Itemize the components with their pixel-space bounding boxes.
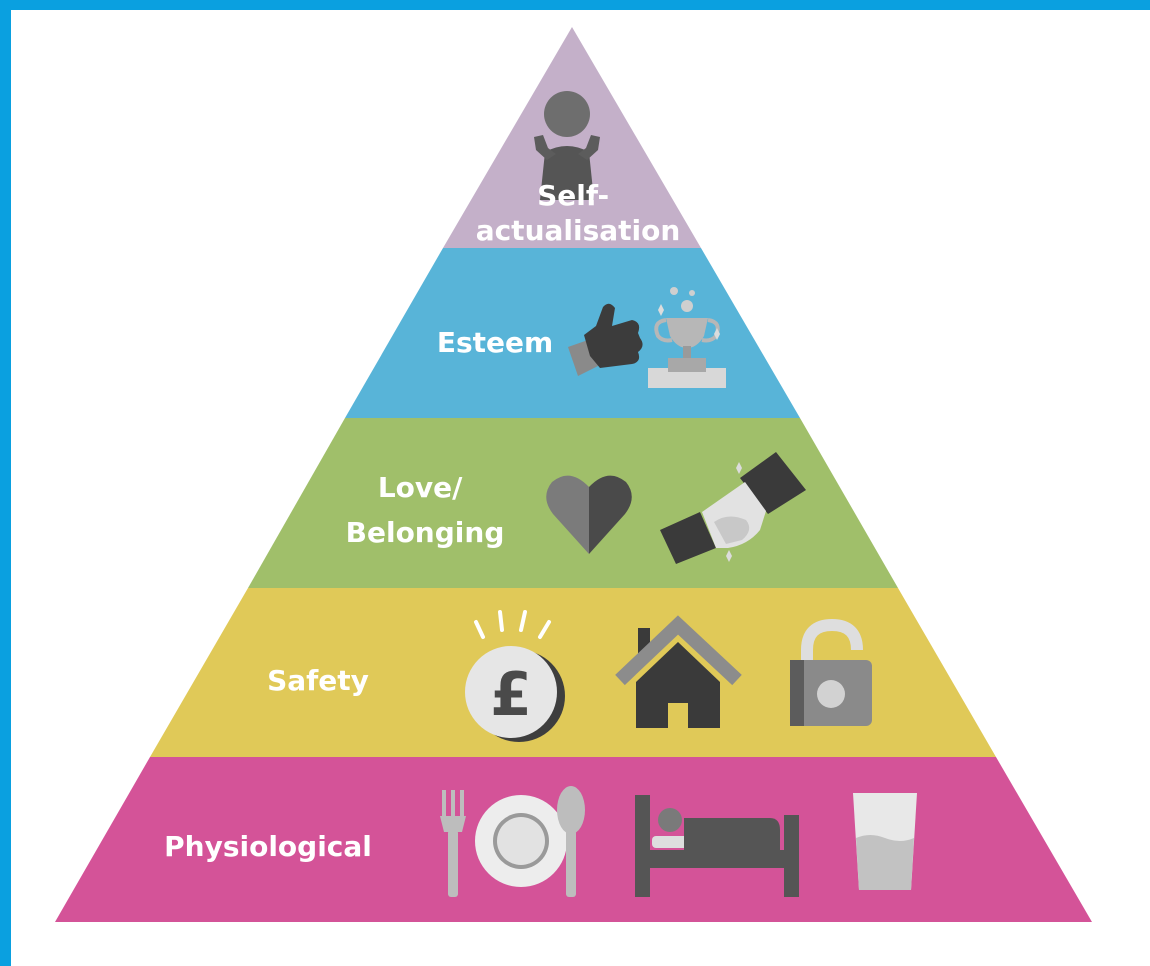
water-glass-icon	[853, 793, 917, 890]
level-self-actualisation	[443, 27, 701, 248]
bed-icon	[635, 795, 799, 897]
person-arms-raised-icon	[534, 91, 600, 200]
level-label-love-belonging: Love/ Belonging	[346, 471, 505, 549]
level-label-esteem: Esteem	[437, 326, 553, 359]
plate-icon	[475, 795, 567, 887]
pound-coin-icon: £	[465, 610, 565, 742]
handshake-icon	[660, 452, 806, 564]
thumbs-up-icon	[568, 303, 643, 376]
level-label-physiological: Physiological	[164, 830, 372, 863]
spoon-icon	[557, 786, 585, 897]
level-esteem	[345, 248, 800, 418]
fork-icon	[440, 790, 466, 897]
padlock-icon	[790, 618, 872, 726]
house-icon	[615, 615, 742, 728]
heart-icon	[546, 475, 632, 554]
svg-text:£: £	[490, 660, 532, 730]
trophy-podium-icon	[648, 287, 726, 388]
level-label-self-actualisation: Self- actualisation	[476, 179, 681, 247]
level-safety	[150, 588, 996, 757]
level-label-safety: Safety	[267, 664, 369, 697]
